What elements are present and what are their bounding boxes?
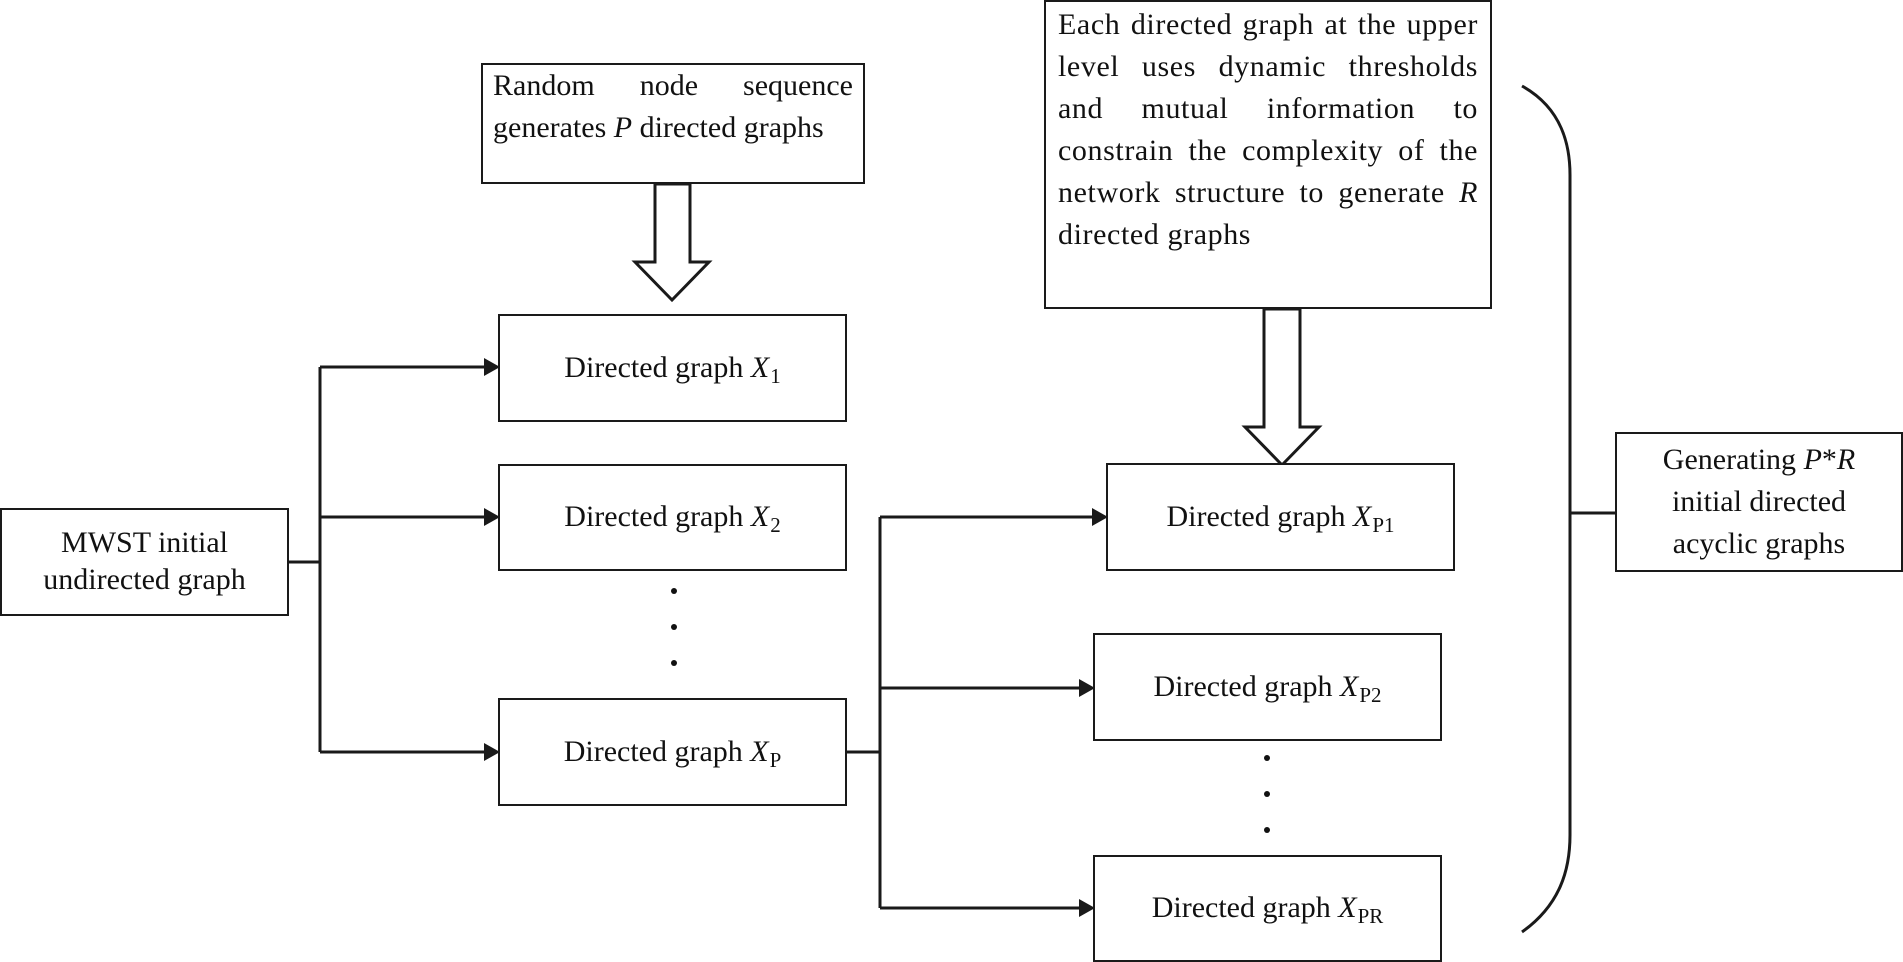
node-variable: X bbox=[750, 500, 770, 534]
node-directed-graph-x1: Directed graph X1 bbox=[498, 314, 847, 422]
node-label: Directed graph bbox=[1166, 499, 1354, 533]
block-arrow-top-left bbox=[631, 182, 713, 303]
node-variable: X bbox=[1338, 891, 1357, 925]
node-label: Directed graph bbox=[564, 500, 751, 534]
arrowhead-x2 bbox=[484, 508, 500, 526]
brace bbox=[1521, 84, 1572, 934]
note-var-r: R bbox=[1459, 176, 1478, 209]
arrowhead-xpr bbox=[1079, 899, 1095, 917]
result-var-p: P bbox=[1803, 443, 1822, 476]
node-label: Directed graph bbox=[1153, 669, 1341, 703]
node-mwst-line1: MWST initial bbox=[61, 526, 228, 560]
connector-xp-trunk bbox=[846, 517, 882, 908]
node-directed-graph-xpr: Directed graph XPR bbox=[1093, 855, 1442, 962]
arrowhead-x1 bbox=[484, 358, 500, 376]
node-subscript: PR bbox=[1357, 904, 1384, 929]
note-var-p: P bbox=[613, 111, 633, 144]
node-label: Directed graph bbox=[563, 734, 751, 768]
block-arrow-top-right bbox=[1241, 307, 1323, 468]
node-directed-graph-xp2: Directed graph XP2 bbox=[1093, 633, 1442, 741]
arrowhead-xp bbox=[484, 743, 500, 761]
node-mwst-line2: undirected graph bbox=[43, 563, 246, 596]
result-line2: initial directed bbox=[1671, 485, 1847, 518]
node-variable: X bbox=[750, 350, 770, 384]
note-random-node-sequence: Random node sequence generates P directe… bbox=[481, 63, 865, 184]
note-text-a: Each directed graph at the upper level u… bbox=[1058, 8, 1478, 209]
node-subscript: P1 bbox=[1372, 512, 1395, 537]
node-variable: X bbox=[750, 734, 769, 768]
note-text-b: directed graphs bbox=[632, 111, 824, 144]
result-line1-text: Generating bbox=[1662, 443, 1804, 476]
result-line3: acyclic graphs bbox=[1672, 527, 1846, 560]
node-directed-graph-x2: Directed graph X2 bbox=[498, 464, 847, 571]
result-var-r: R bbox=[1836, 443, 1856, 476]
node-directed-graph-xp: Directed graph XP bbox=[498, 698, 847, 806]
node-result-dags: Generating P*R initial directed acyclic … bbox=[1615, 432, 1903, 572]
result-star: * bbox=[1821, 443, 1837, 476]
note-upper-level-constraint: Each directed graph at the upper level u… bbox=[1044, 0, 1492, 309]
node-subscript: 2 bbox=[770, 513, 781, 538]
arrowhead-xp1 bbox=[1092, 508, 1108, 526]
note-text-b: directed graphs bbox=[1058, 218, 1252, 251]
node-label: Directed graph bbox=[1151, 891, 1339, 925]
node-subscript: P2 bbox=[1359, 682, 1382, 707]
node-label: Directed graph bbox=[564, 350, 751, 384]
node-directed-graph-xp1: Directed graph XP1 bbox=[1106, 463, 1455, 571]
ellipsis-level1 bbox=[671, 588, 677, 668]
connector-source-trunk bbox=[288, 367, 322, 752]
ellipsis-level2 bbox=[1264, 755, 1270, 835]
node-variable: X bbox=[1353, 499, 1372, 533]
node-mwst-initial-graph: MWST initial undirected graph bbox=[0, 508, 289, 616]
node-subscript: P bbox=[769, 747, 782, 772]
node-subscript: 1 bbox=[770, 363, 781, 388]
note-text-a: Random node sequence generates bbox=[493, 69, 853, 144]
node-variable: X bbox=[1340, 669, 1359, 703]
arrowhead-xp2 bbox=[1079, 679, 1095, 697]
